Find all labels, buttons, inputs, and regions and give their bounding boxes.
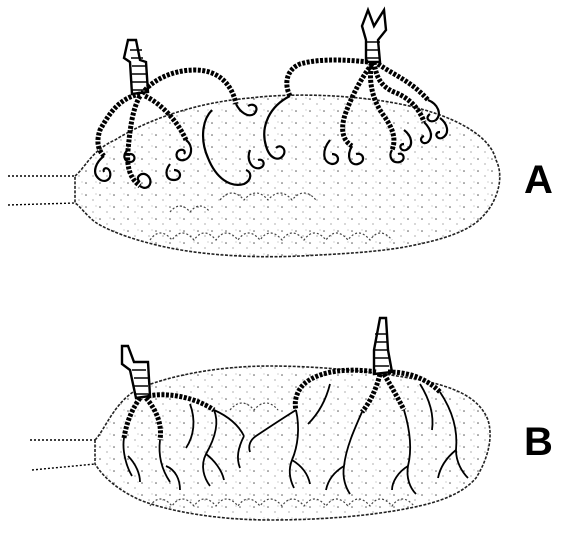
- trachea-trunk-a-right: [362, 10, 386, 62]
- panel-label-b: B: [524, 422, 553, 462]
- duct-b: [30, 440, 95, 470]
- trachea-trunk-b-left: [122, 346, 150, 398]
- duct-a: [8, 176, 75, 205]
- panel-b: [30, 318, 490, 520]
- trachea-trunk-b-right: [374, 318, 392, 374]
- trachea-trunk-a-left: [124, 40, 148, 94]
- panel-label-a: A: [524, 160, 553, 200]
- panel-a: [8, 10, 500, 257]
- gland-body-b: [95, 366, 490, 520]
